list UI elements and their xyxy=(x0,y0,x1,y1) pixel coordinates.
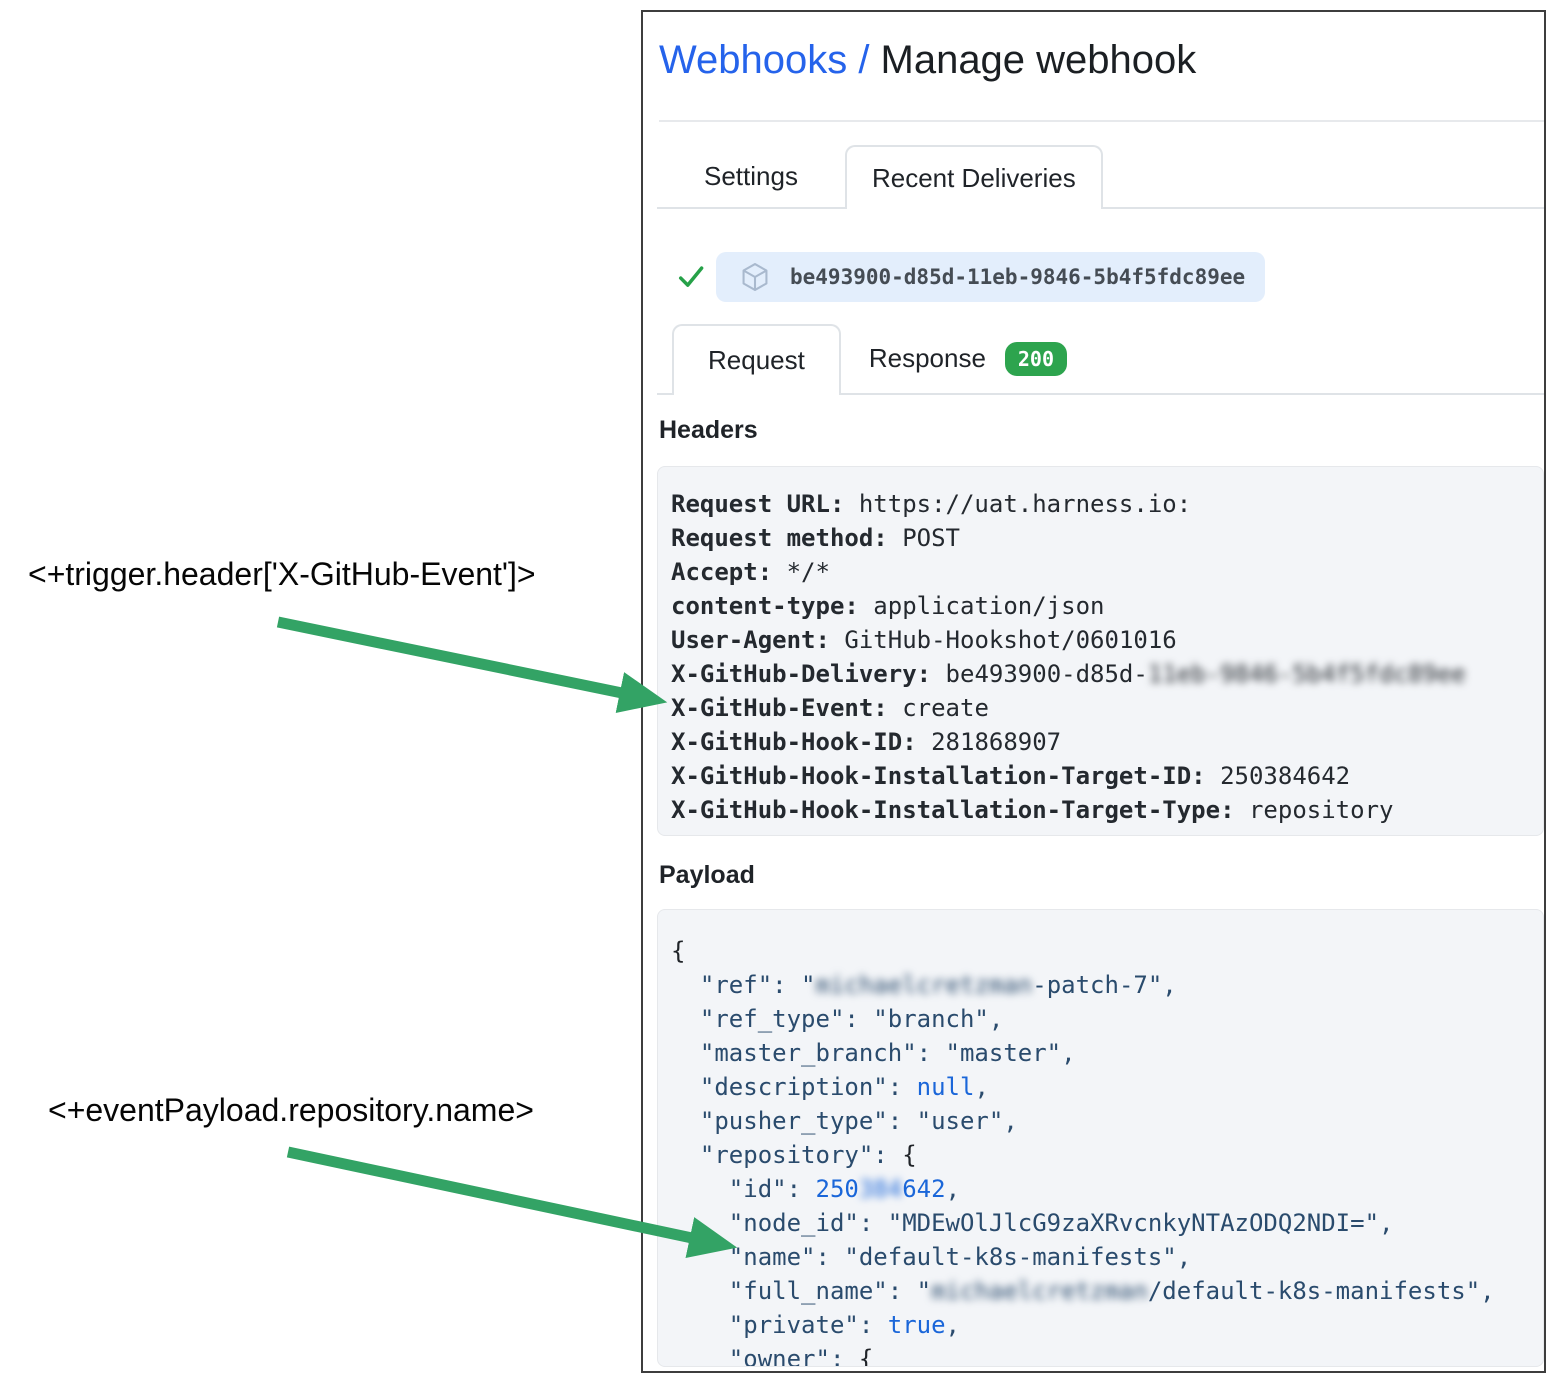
payload-box: { "ref": "michaelcretzman-patch-7", "ref… xyxy=(657,909,1544,1367)
code-line: Request URL: https://uat.harness.io: xyxy=(671,490,1192,518)
page-title-current: Manage webhook xyxy=(880,38,1197,82)
code-line: "private": true, xyxy=(671,1311,960,1339)
arrow-to-x-github-event xyxy=(276,616,668,714)
request-response-tabbar: Request Response 200 xyxy=(657,324,1544,395)
code-line: content-type: application/json xyxy=(671,592,1105,620)
code-line: "repository": { xyxy=(671,1141,917,1169)
tab-response[interactable]: Response 200 xyxy=(869,324,1067,393)
headers-heading: Headers xyxy=(659,416,758,444)
code-line: "description": null, xyxy=(671,1073,989,1101)
tab-recent-deliveries[interactable]: Recent Deliveries xyxy=(844,145,1103,209)
code-line: X-GitHub-Event: create xyxy=(671,694,989,722)
code-line: "id": 250384642, xyxy=(671,1175,961,1203)
response-label: Response xyxy=(868,343,986,373)
code-line: "full_name": "michaelcretzman/default-k8… xyxy=(671,1277,1495,1305)
code-line: "name": "default-k8s-manifests", xyxy=(671,1243,1192,1271)
webhook-panel: Webhooks /Manage webhook Settings Recent… xyxy=(641,10,1546,1373)
code-line: Accept: */* xyxy=(671,558,830,586)
annotation-event-payload-expression: <+eventPayload.repository.name> xyxy=(48,1092,534,1128)
code-line: X-GitHub-Delivery: be493900-d85d-11eb-98… xyxy=(671,660,1466,688)
code-line: { xyxy=(671,937,686,965)
arrow-to-repository-name xyxy=(286,1146,738,1258)
code-line: User-Agent: GitHub-Hookshot/0601016 xyxy=(671,626,1177,654)
code-line: "ref": "michaelcretzman-patch-7", xyxy=(671,971,1177,999)
code-line: "pusher_type": "user", xyxy=(671,1107,1018,1135)
response-status-badge: 200 xyxy=(1004,341,1067,376)
webhooks-breadcrumb-link[interactable]: Webhooks / xyxy=(659,38,870,82)
page-title: Webhooks /Manage webhook xyxy=(659,36,1196,84)
headers-box: Request URL: https://uat.harness.io: Requ… xyxy=(657,466,1544,836)
title-divider xyxy=(659,120,1544,122)
delivery-id-pill[interactable]: be493900-d85d-11eb-9846-5b4f5fdc89ee xyxy=(716,252,1265,302)
payload-heading: Payload xyxy=(659,861,755,889)
delivery-row: be493900-d85d-11eb-9846-5b4f5fdc89ee xyxy=(678,252,1265,302)
tab-settings[interactable]: Settings xyxy=(704,160,798,191)
code-line: X-GitHub-Hook-Installation-Target-ID: 25… xyxy=(671,762,1351,790)
code-line: "master_branch": "master", xyxy=(671,1039,1076,1067)
code-line: X-GitHub-Hook-Installation-Target-Type: … xyxy=(671,796,1394,824)
check-icon xyxy=(678,266,704,287)
code-line: "node_id": "MDEwOlJlcG9zaXRvcnkyNTAzODQ2… xyxy=(671,1209,1394,1237)
tab-request[interactable]: Request xyxy=(672,324,841,395)
annotation-trigger-header-expression: <+trigger.header['X-GitHub-Event']> xyxy=(28,556,536,592)
code-line: X-GitHub-Hook-ID: 281868907 xyxy=(671,728,1062,756)
webhook-tabbar: Settings Recent Deliveries xyxy=(657,145,1544,209)
code-line: Request method: POST xyxy=(671,524,960,552)
delivery-id: be493900-d85d-11eb-9846-5b4f5fdc89ee xyxy=(790,265,1246,289)
code-line: "owner": { xyxy=(671,1345,874,1367)
code-line: "ref_type": "branch", xyxy=(671,1005,1004,1033)
package-icon xyxy=(742,263,768,291)
